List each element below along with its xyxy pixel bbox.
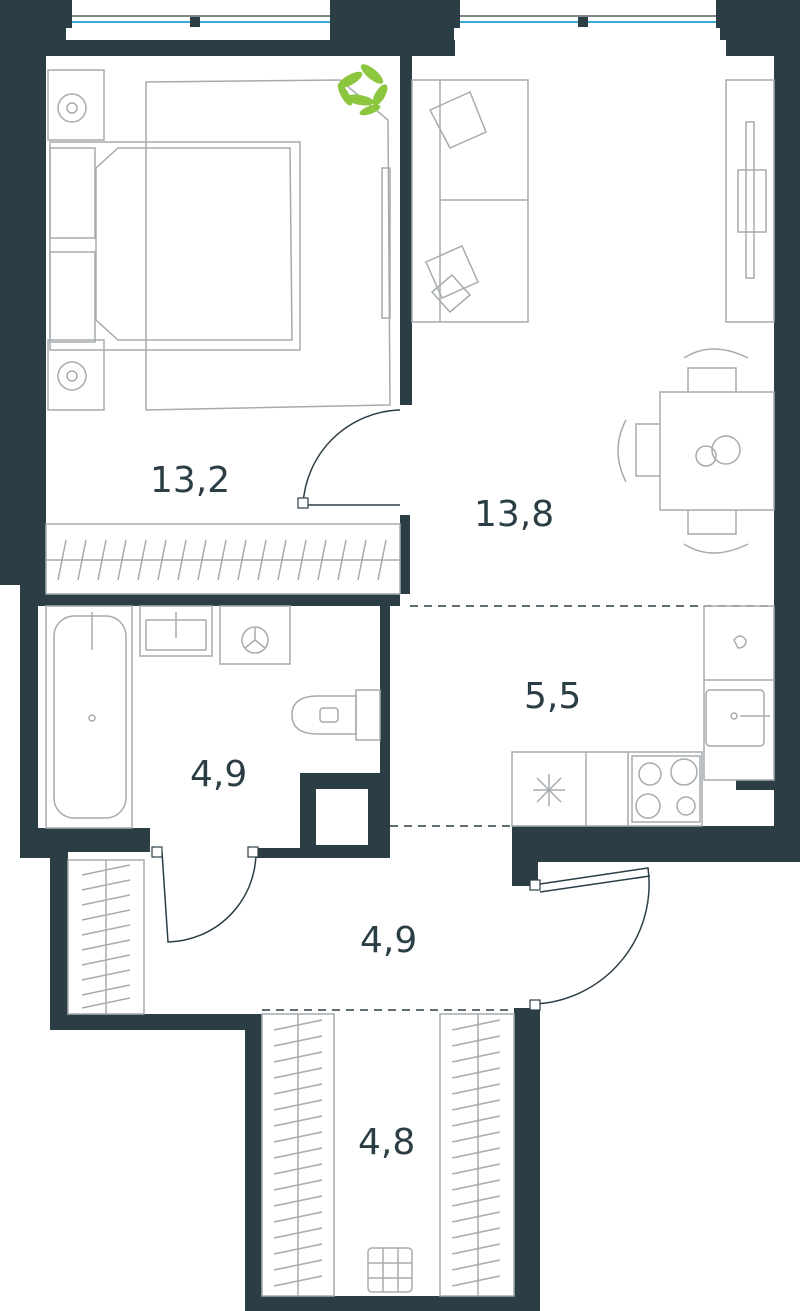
stove (631, 755, 701, 823)
corridor-shelf-right-lines (451, 1019, 501, 1287)
corridor-shelf-left-lines (273, 1019, 323, 1287)
fridge-icon (533, 774, 565, 806)
area-label-corridor: 4,8 (358, 1122, 415, 1163)
electrical-panel-icon (367, 1247, 413, 1293)
bathtub (53, 615, 127, 819)
bedroom (45, 64, 401, 595)
washing-machine (219, 605, 291, 665)
area-label-bedroom: 13,2 (150, 460, 230, 501)
nightstand-bottom (47, 339, 105, 411)
area-label-kitchen: 5,5 (524, 676, 581, 717)
entrance-door[interactable] (533, 867, 650, 1005)
bathroom (45, 605, 381, 943)
chair (687, 367, 737, 392)
bathroom-door[interactable] (161, 851, 257, 943)
windows (72, 0, 716, 28)
corridor (261, 1013, 515, 1297)
area-label-living: 13,8 (474, 494, 554, 535)
toilet (291, 689, 381, 741)
nightstand-top (47, 69, 105, 141)
kitchen (390, 605, 775, 827)
bath-sink (139, 605, 213, 657)
bedroom-door[interactable] (302, 409, 401, 506)
bed (49, 141, 301, 351)
plant-icon (337, 64, 388, 116)
hall (67, 859, 651, 1015)
wardrobe-hangers (57, 539, 387, 581)
tv-stand (725, 79, 775, 323)
area-label-bathroom: 4,9 (190, 754, 247, 795)
sofa (411, 79, 529, 323)
hall-wardrobe-hangers (81, 864, 131, 1009)
kitchen-sink (705, 689, 765, 747)
wardrobe (45, 523, 401, 595)
area-label-hall: 4,9 (360, 920, 417, 961)
living-room (410, 79, 775, 607)
rug (145, 79, 391, 411)
dining-table (659, 391, 775, 511)
